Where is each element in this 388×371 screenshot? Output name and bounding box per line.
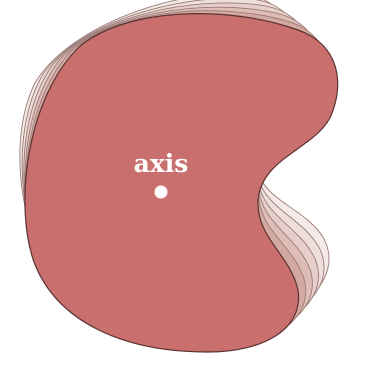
axis-point — [155, 186, 168, 199]
main-kidney-shape — [25, 14, 338, 352]
axis-label: axis — [134, 149, 189, 178]
